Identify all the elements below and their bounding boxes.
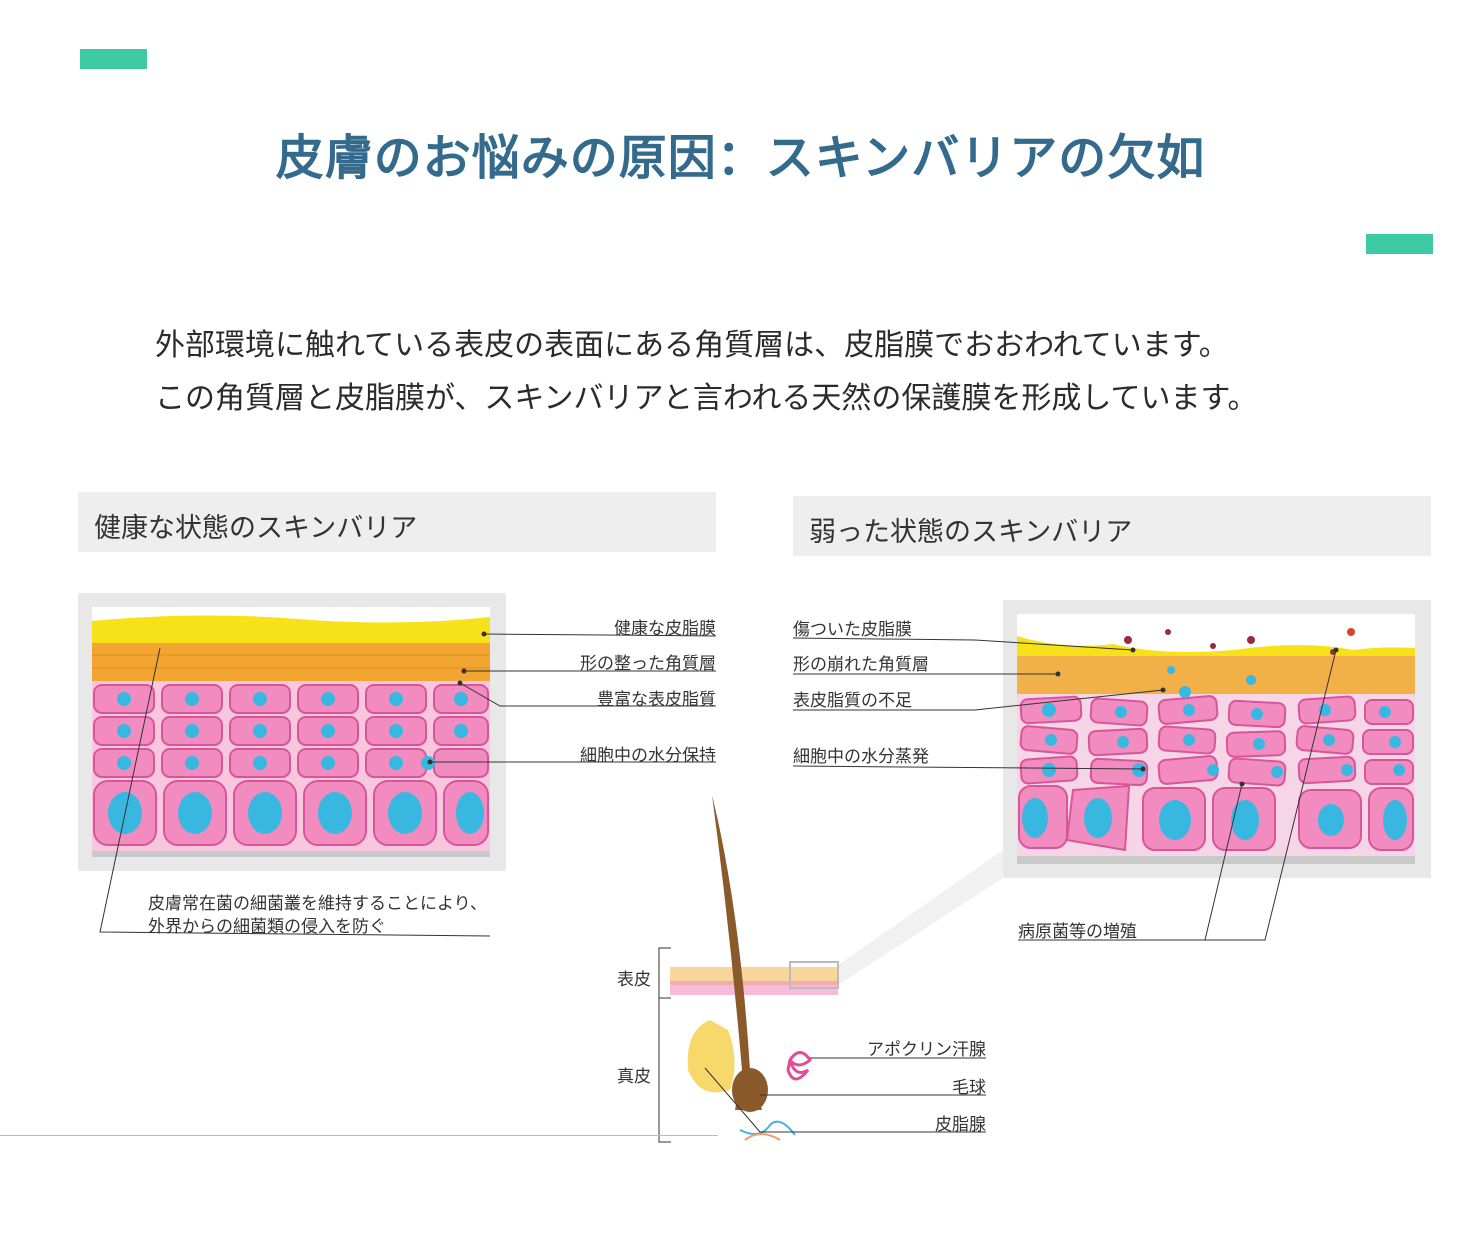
healthy-flora-label-1: 皮膚常在菌の細菌叢を維持することにより、 xyxy=(148,894,487,914)
weak-pathogen-label: 病原菌等の増殖 xyxy=(1018,922,1137,942)
weak-water-label: 細胞中の水分蒸発 xyxy=(793,747,929,767)
weak-heading-text: 弱った状態のスキンバリア xyxy=(809,517,1133,548)
accent-bar-top-left xyxy=(80,49,147,69)
hair-shaft xyxy=(712,795,762,1110)
healthy-sebum-label: 健康な皮脂膜 xyxy=(614,619,716,639)
sebaceous-label: 皮脂腺 xyxy=(935,1115,986,1135)
epidermis-label: 表皮 xyxy=(617,970,651,990)
healthy-skin-illustration xyxy=(78,593,506,871)
weak-stratum-layer xyxy=(1017,656,1415,694)
healthy-heading-text: 健康な状態のスキンバリア xyxy=(94,513,418,544)
healthy-panel-heading: 健康な状態のスキンバリア xyxy=(78,492,716,552)
bottom-rule xyxy=(0,1135,718,1136)
weak-panel-heading: 弱った状態のスキンバリア xyxy=(793,496,1431,556)
healthy-sebum-layer xyxy=(92,615,490,643)
weak-lipid-label: 表皮脂質の不足 xyxy=(793,691,912,711)
hair-bulb-label: 毛球 xyxy=(952,1078,986,1098)
layer-bracket xyxy=(658,947,671,1143)
dermis-label: 真皮 xyxy=(617,1067,651,1087)
intro-line-1: 外部環境に触れている表皮の表面にある角質層は、皮脂膜でおおわれています。 xyxy=(155,328,1229,363)
apocrine-label: アポクリン汗腺 xyxy=(867,1040,986,1060)
accent-bar-right xyxy=(1366,234,1433,254)
healthy-stratum-layer xyxy=(92,643,490,681)
weak-sebum-label: 傷ついた皮脂膜 xyxy=(793,620,912,640)
page-title: 皮膚のお悩みの原因：スキンバリアの欠如 xyxy=(275,130,1206,186)
healthy-stratum-label: 形の整った角質層 xyxy=(580,654,716,674)
healthy-lipid-label: 豊富な表皮脂質 xyxy=(597,690,716,710)
healthy-flora-label-2: 外界からの細菌類の侵入を防ぐ xyxy=(148,917,386,937)
apocrine-gland xyxy=(786,1051,812,1081)
weak-stratum-label: 形の崩れた角質層 xyxy=(793,655,929,675)
sebaceous-gland xyxy=(687,1020,735,1093)
hair-bulb xyxy=(732,1068,768,1112)
healthy-water-label: 細胞中の水分保持 xyxy=(580,746,716,766)
weak-skin-illustration xyxy=(1003,600,1431,878)
weak-sebum-layer xyxy=(1017,636,1415,656)
magnify-callout xyxy=(838,850,1003,985)
intro-line-2: この角質層と皮脂膜が、スキンバリアと言われる天然の保護膜を形成しています。 xyxy=(155,381,1258,416)
hair-follicle-illustration xyxy=(670,795,839,1141)
